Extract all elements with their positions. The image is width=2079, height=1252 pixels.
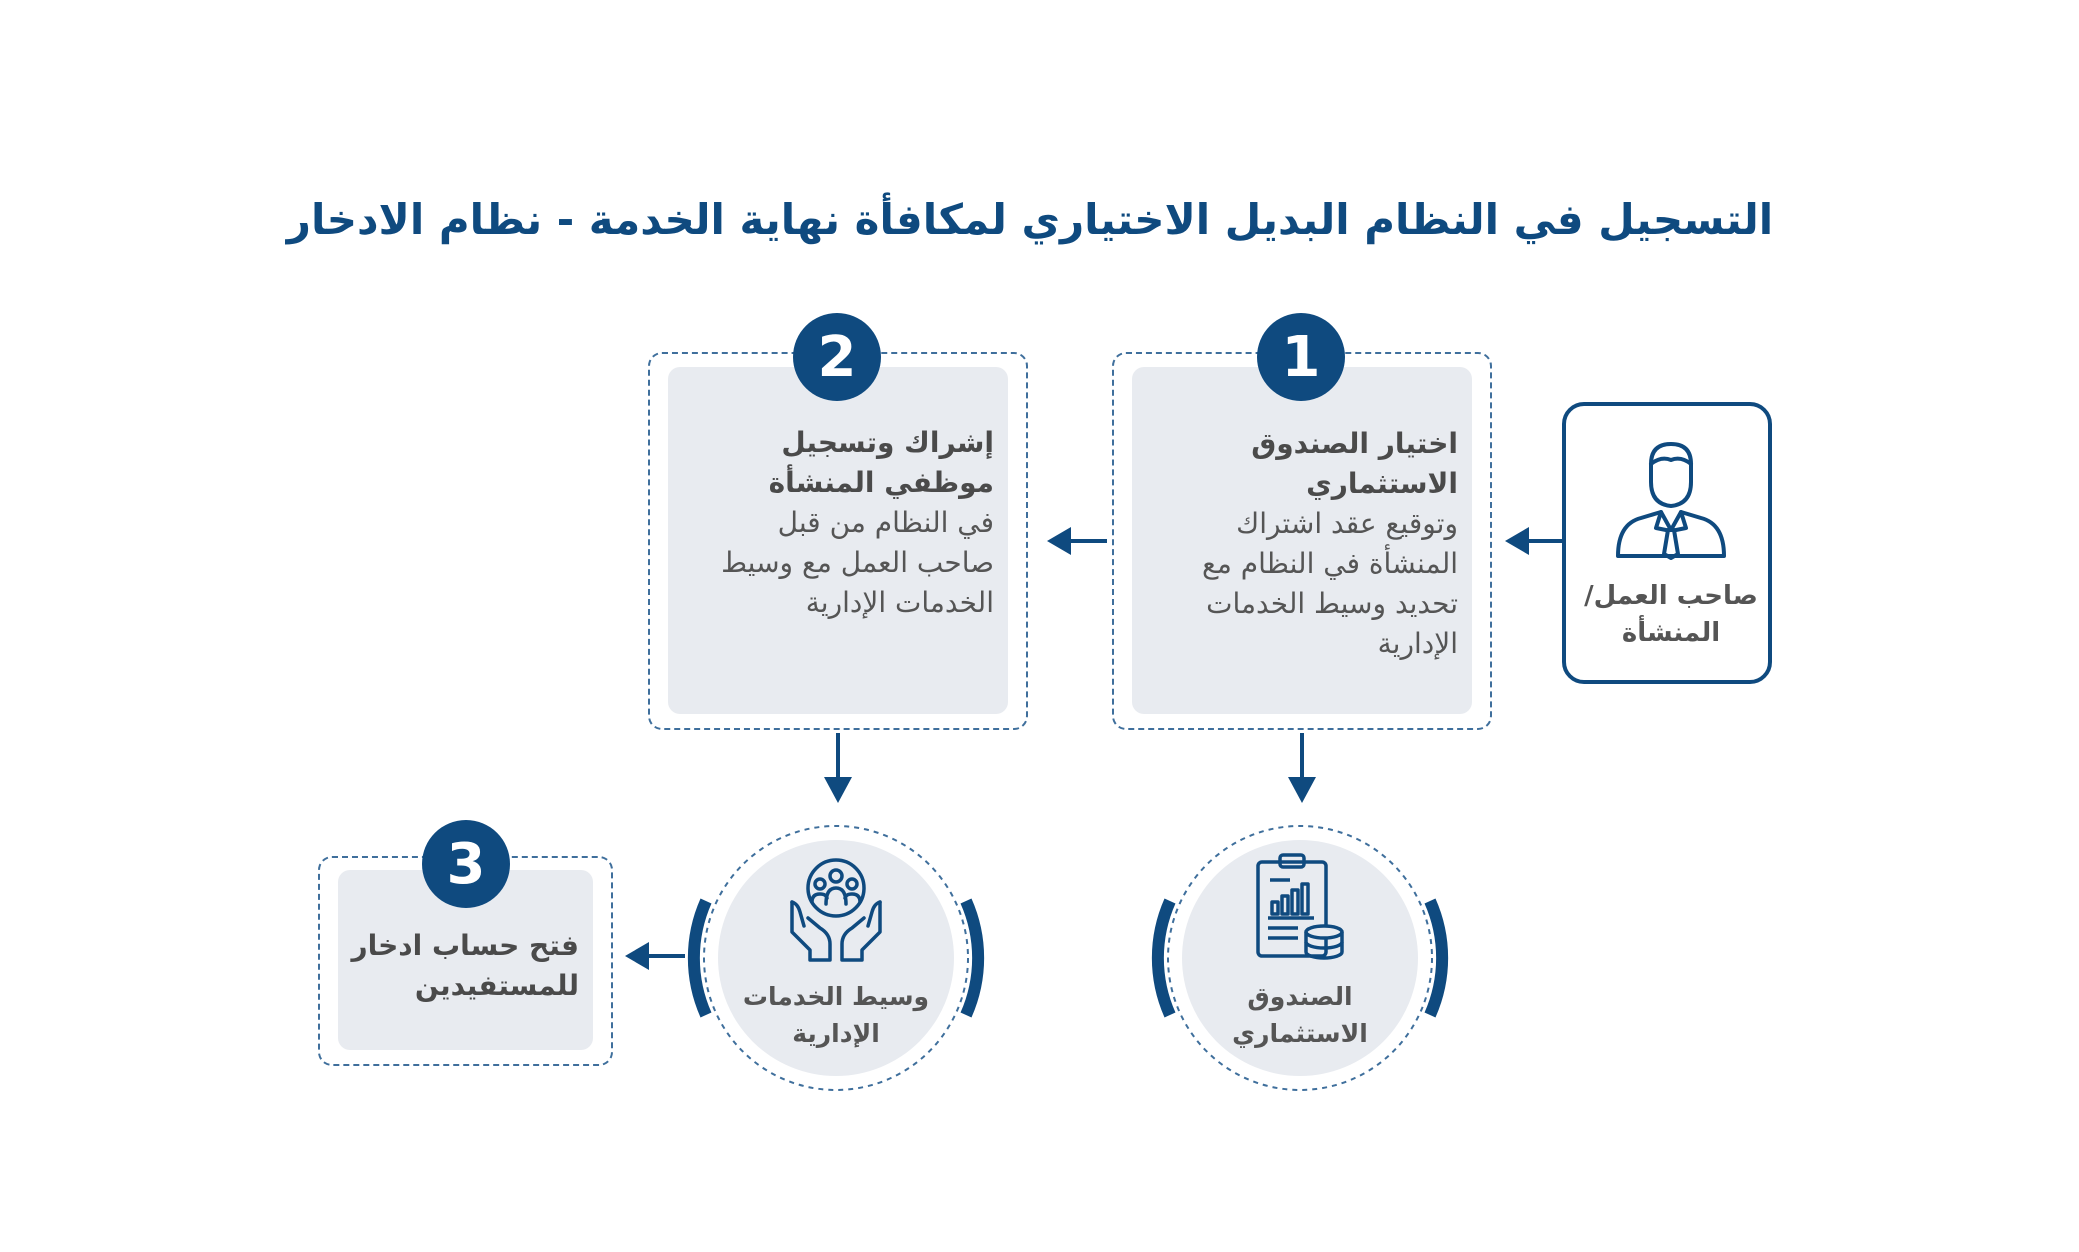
broker-label-line1: وسيط الخدمات xyxy=(742,982,930,1011)
step3-heading-line1: فتح حساب ادخار xyxy=(351,929,579,962)
arrow-step2-to-broker xyxy=(824,733,852,803)
businessman-icon xyxy=(1616,442,1726,560)
step2-body-line1: في النظام من قبل xyxy=(777,506,994,539)
step3-number-badge: 3 xyxy=(422,820,510,908)
step2-body-line2: صاحب العمل مع وسيط xyxy=(721,546,994,579)
step1-number-badge: 1 xyxy=(1257,313,1345,401)
fund-label-line1: الصندوق xyxy=(1247,982,1353,1011)
step1-panel: اختيار الصندوق الاستثماري وتوقيع عقد اشت… xyxy=(1132,367,1472,714)
employer-label-line1: صاحب العمل/ xyxy=(1584,581,1758,611)
step3-heading-line2: للمستفيدين xyxy=(414,969,579,1002)
investment-report-coins-icon xyxy=(1256,853,1344,960)
step2-heading-line2: موظفي المنشأة xyxy=(768,466,994,499)
arrow-broker-to-step3 xyxy=(625,942,685,970)
step2-panel: إشراك وتسجيل موظفي المنشأة في النظام من … xyxy=(668,367,1008,714)
step1-heading-line1: اختيار الصندوق xyxy=(1251,427,1458,460)
arrow-step1-to-step2 xyxy=(1047,527,1107,555)
step2-number-badge: 2 xyxy=(793,313,881,401)
step2-heading-line1: إشراك وتسجيل xyxy=(781,426,994,459)
arrow-step1-to-fund xyxy=(1288,733,1316,803)
fund-label-line2: الاستثماري xyxy=(1232,1019,1368,1048)
hands-holding-people-icon xyxy=(790,858,882,962)
broker-label-line2: الإدارية xyxy=(792,1019,880,1048)
step2-body-line3: الخدمات الإدارية xyxy=(805,586,994,619)
employer-box: صاحب العمل/ المنشأة xyxy=(1562,402,1772,684)
employer-label-line2: المنشأة xyxy=(1621,618,1721,648)
arrow-employer-to-step1 xyxy=(1505,527,1565,555)
step1-body-line2: المنشأة في النظام مع xyxy=(1201,547,1458,580)
step1-heading-line2: الاستثماري xyxy=(1306,467,1458,500)
step1-body-line1: وتوقيع عقد اشتراك xyxy=(1236,507,1458,540)
step1-body-line4: الإدارية xyxy=(1377,627,1458,660)
broker-circle xyxy=(687,825,985,1091)
page-title: التسجيل في النظام البديل الاختياري لمكاف… xyxy=(286,195,1774,244)
step1-body-line3: تحديد وسيط الخدمات xyxy=(1206,587,1458,620)
fund-circle xyxy=(1151,825,1449,1091)
